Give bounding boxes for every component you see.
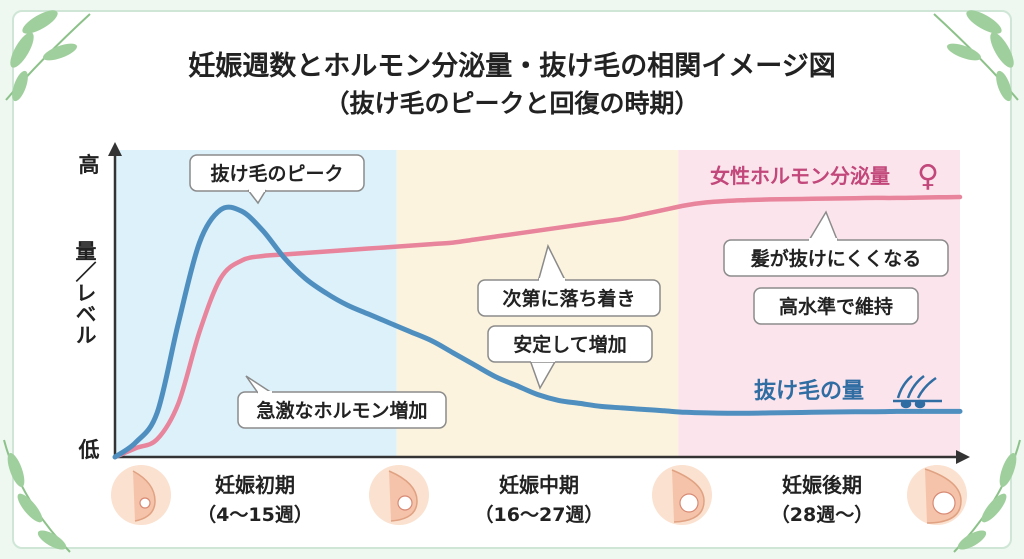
- phase-label-early: 妊娠初期: [215, 473, 295, 497]
- y-axis-arrow: [108, 142, 122, 156]
- callout-mid-stable: 安定して増加: [487, 325, 653, 390]
- leaf-decoration-top-left: [5, 10, 91, 102]
- callout-text-hormone-rise: 急激なホルモン増加: [256, 399, 427, 422]
- leaf-decoration-top-right: [933, 10, 1019, 102]
- callout-hormone-rise: 急激なホルモン増加: [237, 375, 447, 429]
- callout-hair-peak: 抜け毛のピーク: [189, 154, 365, 205]
- callout-text-late-hair: 髪が抜けにくくなる: [750, 247, 922, 270]
- callout-mid-settle: 次第に落ち着き: [477, 243, 661, 317]
- callout-text-mid-stable: 安定して増加: [513, 333, 626, 356]
- phase-range-early: （4〜15週）: [197, 503, 313, 526]
- legend-label-hormone: 女性ホルモン分泌量: [710, 164, 890, 188]
- female-symbol-icon: ♀: [917, 159, 939, 194]
- y-axis-label: 量／レベル: [73, 240, 97, 345]
- leaf-decoration-bottom-left: [3, 439, 71, 553]
- y-axis-low-label: 低: [78, 438, 100, 462]
- phase-label-late: 妊娠後期: [782, 473, 862, 497]
- pregnancy-belly-icon-4: [907, 465, 967, 525]
- chart-subtitle: （抜け毛のピークと回復の時期）: [324, 89, 700, 118]
- callout-text-hair-peak: 抜け毛のピーク: [210, 162, 343, 185]
- phase-range-mid: （16〜27週）: [475, 503, 604, 526]
- y-axis-high-label: 高: [79, 153, 100, 177]
- series-line-hormone: [112, 194, 963, 460]
- legend-label-hair-loss: 抜け毛の量: [754, 379, 864, 404]
- series-line-hair-loss: [112, 204, 963, 460]
- pregnancy-belly-icon-1: [111, 465, 171, 525]
- pregnancy-belly-icon-2: [369, 465, 429, 525]
- callout-text-late-hormone: 高水準で維持: [779, 295, 893, 318]
- chart-title: 妊娠週数とホルモン分泌量・抜け毛の相関イメージ図: [188, 51, 836, 82]
- phase-range-late: （28週〜）: [771, 503, 873, 526]
- pregnancy-belly-icon-3: [652, 465, 712, 525]
- hair-strands-icon: [893, 374, 942, 409]
- callout-text-mid-settle: 次第に落ち着き: [502, 287, 635, 310]
- x-axis-arrow: [956, 450, 970, 464]
- callout-late-hair: 髪が抜けにくくなる: [723, 210, 949, 277]
- phase-label-mid: 妊娠中期: [499, 473, 579, 497]
- callout-late-hormone: 高水準で維持: [753, 287, 919, 325]
- leaf-decoration-bottom-right: [953, 439, 1021, 553]
